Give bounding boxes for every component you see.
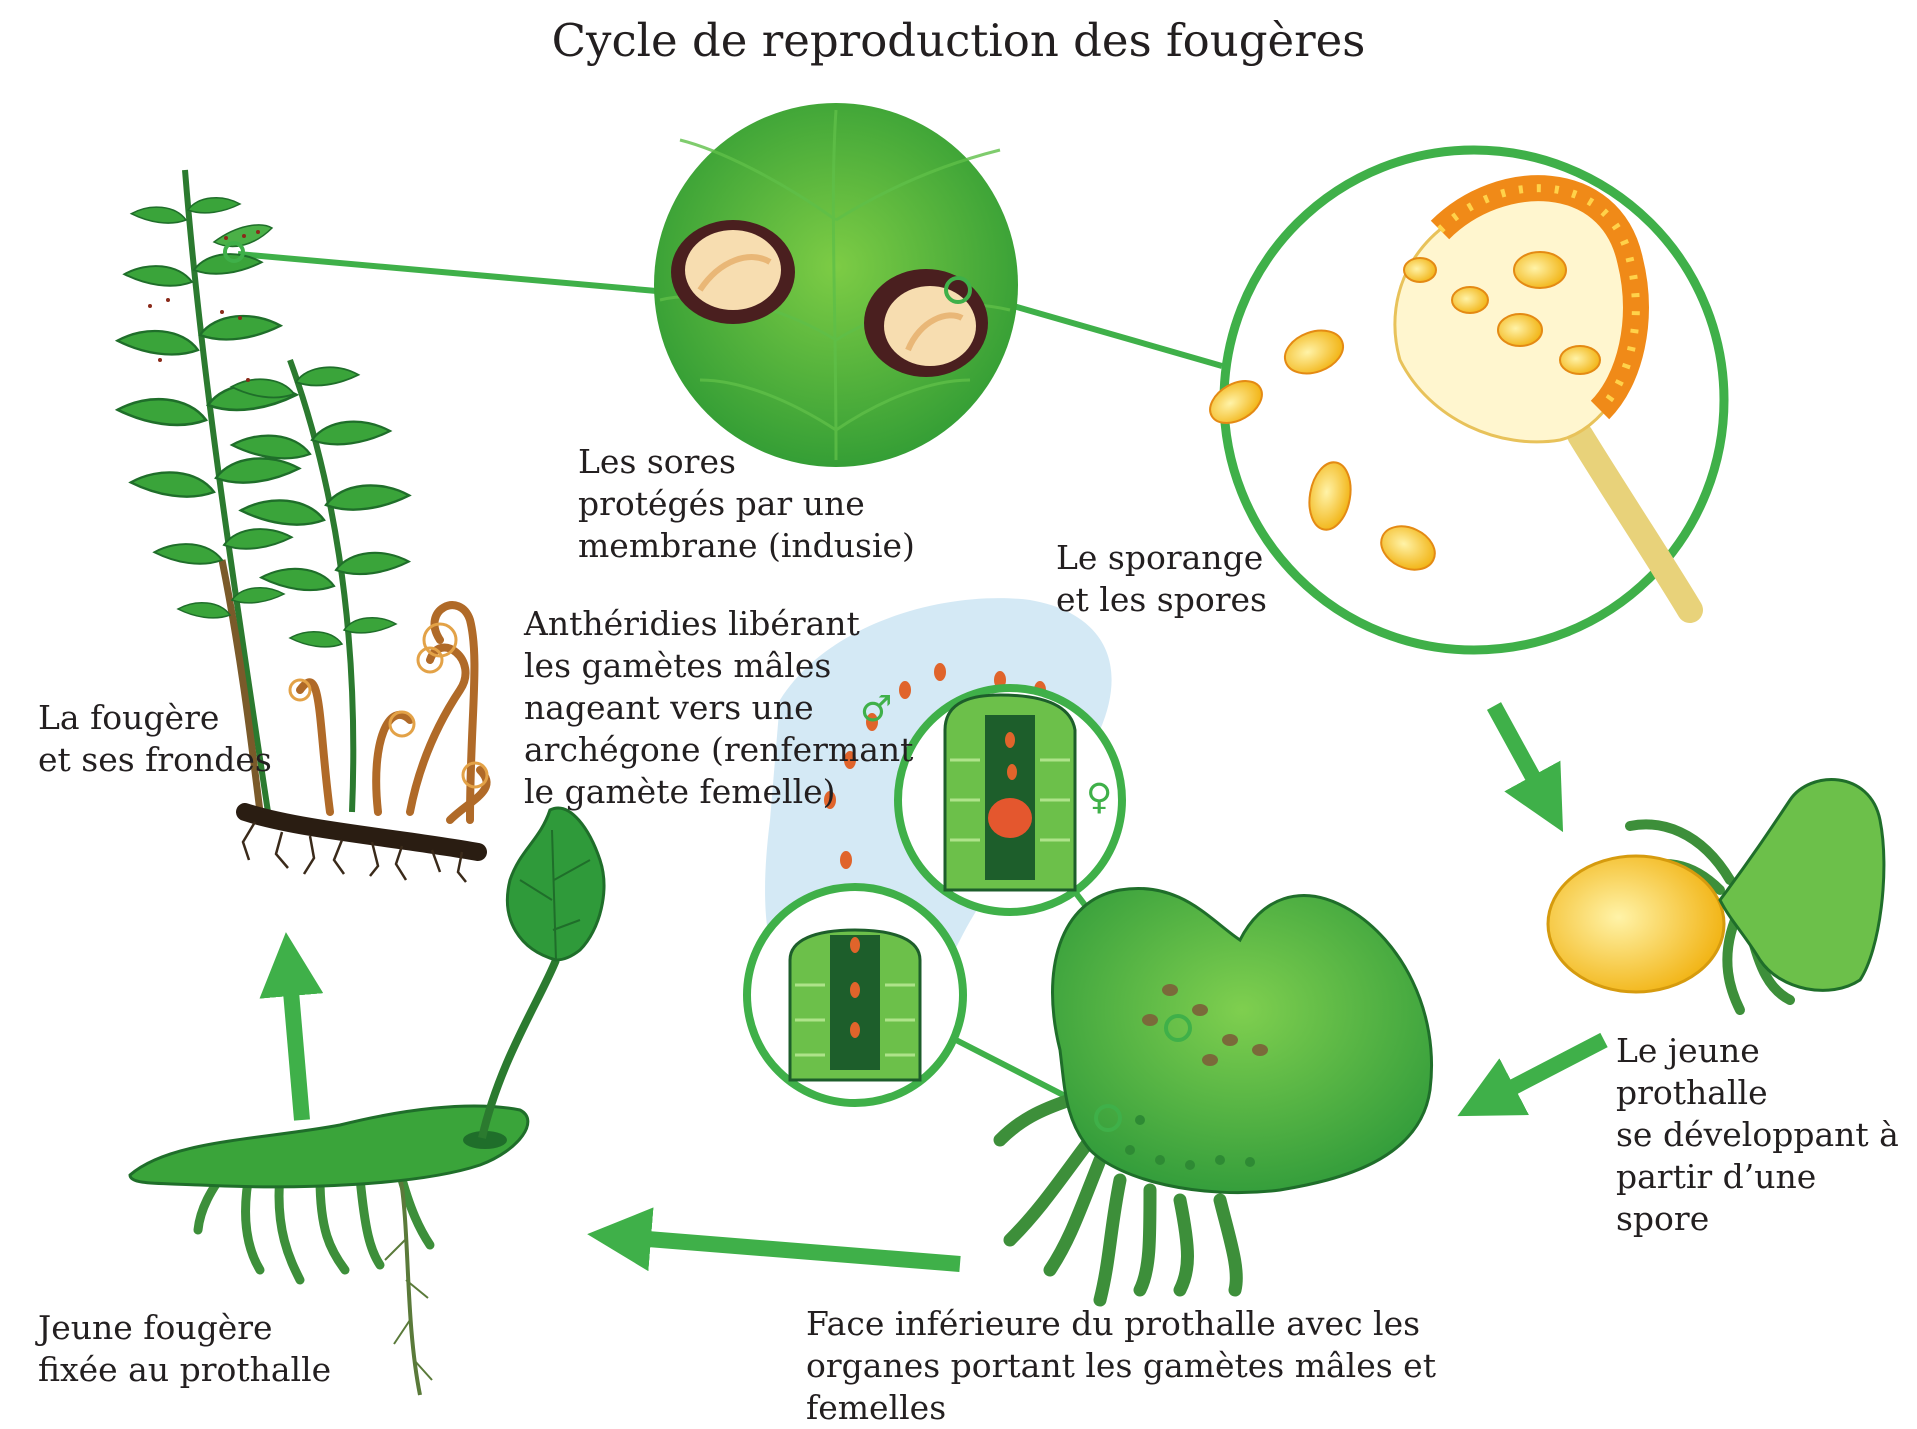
arrow-young-fern-to-fern: [290, 980, 302, 1120]
male-symbol: ♂: [860, 692, 892, 728]
label-fern: La fougère et ses frondes: [38, 697, 272, 781]
label-young-prothallus: Le jeune prothalle se développant à part…: [1616, 1030, 1917, 1240]
arrow-spores-to-prothallus: [1494, 706, 1540, 790]
label-sporangium: Le sporange et les spores: [1056, 537, 1267, 621]
label-antheridia: Anthéridies libérant les gamètes mâles n…: [524, 603, 913, 813]
label-young-fern: Jeune fougère fixée au prothalle: [38, 1307, 331, 1391]
germinating-spore-icon: [1548, 780, 1884, 1010]
antheridium-icon: [747, 887, 963, 1103]
label-sori: Les sores protégés par une membrane (ind…: [578, 441, 915, 567]
connector-fern-to-sori: [238, 254, 668, 292]
arrow-young-prothallus-to-prothallus: [1500, 1040, 1604, 1094]
sori-magnified-icon: [654, 103, 1018, 467]
label-prothallus-underside: Face inférieure du prothalle avec les or…: [806, 1303, 1436, 1429]
arrow-prothallus-to-young-fern: [635, 1238, 960, 1264]
prothallus-underside-icon: [1000, 888, 1432, 1300]
sporangium-spores-icon: [1203, 150, 1724, 650]
female-symbol: ♀: [1086, 780, 1112, 816]
